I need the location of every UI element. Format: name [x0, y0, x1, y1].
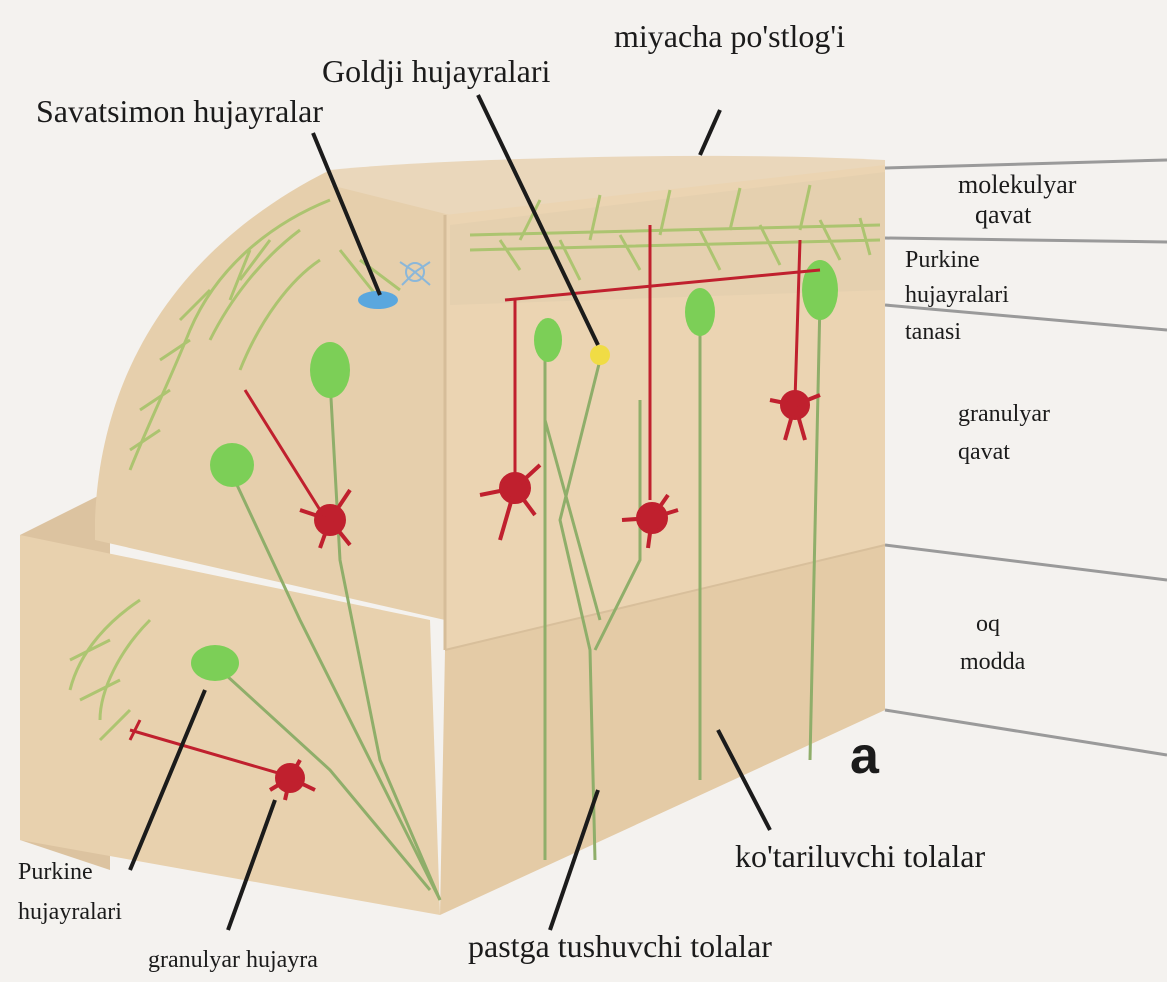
label-granular-line2: qavat	[958, 440, 1010, 464]
label-descending-fibers: pastga tushuvchi tolalar	[468, 930, 772, 962]
label-white-matter-line2: modda	[960, 650, 1025, 674]
label-golgi-cells: Goldji hujayralari	[322, 55, 550, 87]
label-purkinje-body-line3: tanasi	[905, 320, 961, 344]
label-purkinje-cells-line1: Purkine	[18, 860, 93, 884]
golgi-cell	[590, 345, 610, 365]
label-molecular-line1: molekulyar	[958, 172, 1076, 198]
purkinje-cell-2	[210, 443, 254, 487]
purkinje-cell-1	[310, 342, 350, 398]
label-molecular-line2: qavat	[975, 202, 1031, 228]
label-purkinje-body-line1: Purkine	[905, 248, 980, 272]
purkinje-cell-3	[191, 645, 239, 681]
figure-letter: a	[850, 730, 879, 782]
label-cortex: miyacha po'stlog'i	[614, 20, 845, 52]
label-climbing-fibers: ko'tariluvchi tolalar	[735, 840, 985, 872]
label-purkinje-cells-line2: hujayralari	[18, 900, 122, 924]
label-purkinje-body-line2: hujayralari	[905, 283, 1009, 307]
label-granular-line1: granulyar	[958, 402, 1050, 426]
purkinje-cell-6	[802, 260, 838, 320]
label-basket-cells: Savatsimon hujayralar	[36, 95, 323, 127]
purkinje-cell-5	[685, 288, 715, 336]
label-white-matter-line1: oq	[976, 612, 1000, 636]
purkinje-cell-4	[534, 318, 562, 362]
label-granule-cell: granulyar hujayra	[148, 948, 318, 972]
